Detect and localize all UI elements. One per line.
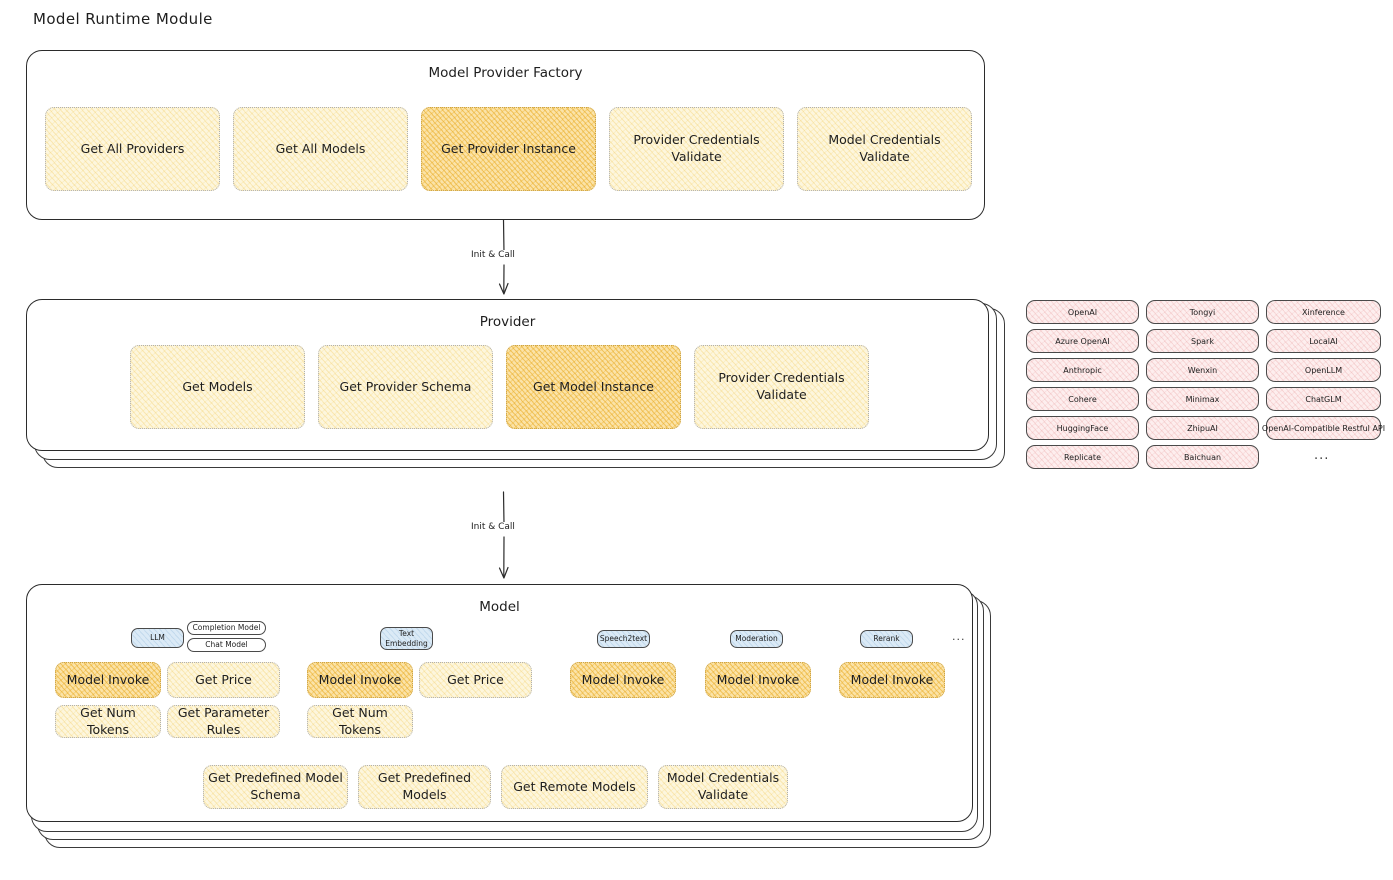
arrow-provider-to-model: Init & Call xyxy=(468,491,518,584)
text-embedding-box-model-invoke[interactable]: Model Invoke xyxy=(307,662,413,698)
model-box-model-credentials-validate[interactable]: Model Credentials Validate xyxy=(658,765,788,809)
factory-box-get-all-models[interactable]: Get All Models xyxy=(233,107,408,191)
model-type-badge-rerank[interactable]: Rerank xyxy=(860,630,913,648)
factory-box-model-credentials-validate[interactable]: Model Credentials Validate xyxy=(797,107,972,191)
arrow-label-init-and-call-1: Init & Call xyxy=(468,250,518,260)
arrow-line-icon xyxy=(498,491,509,579)
provider-chip-openai-compatible-restful-api[interactable]: OpenAI-Compatible Restful API xyxy=(1262,416,1385,440)
provider-chip-spark[interactable]: Spark xyxy=(1146,329,1259,353)
provider-list-more-ellipsis: ... xyxy=(1314,448,1330,463)
provider-box-get-provider-schema[interactable]: Get Provider Schema xyxy=(318,345,493,429)
provider-chip-tongyi[interactable]: Tongyi xyxy=(1146,300,1259,324)
rerank-box-model-invoke[interactable]: Model Invoke xyxy=(839,662,945,698)
page-title: Model Runtime Module xyxy=(33,10,213,28)
llm-box-get-num-tokens[interactable]: Get Num Tokens xyxy=(55,705,161,738)
llm-box-get-parameter-rules[interactable]: Get Parameter Rules xyxy=(167,705,280,738)
provider-chip-wenxin[interactable]: Wenxin xyxy=(1146,358,1259,382)
provider-chip-cohere[interactable]: Cohere xyxy=(1026,387,1139,411)
provider-chip-xinference[interactable]: Xinference xyxy=(1266,300,1381,324)
provider-chip-replicate[interactable]: Replicate xyxy=(1026,445,1139,469)
provider-chip-openllm[interactable]: OpenLLM xyxy=(1266,358,1381,382)
model-type-badge-speech2text[interactable]: Speech2text xyxy=(597,630,650,648)
provider-chip-localai[interactable]: LocalAI xyxy=(1266,329,1381,353)
factory-box-get-provider-instance[interactable]: Get Provider Instance xyxy=(421,107,596,191)
provider-chip-baichuan[interactable]: Baichuan xyxy=(1146,445,1259,469)
provider-list: OpenAI Azure OpenAI Anthropic Cohere Hug… xyxy=(1026,300,1385,475)
model-box-get-predefined-model-schema[interactable]: Get Predefined Model Schema xyxy=(203,765,348,809)
provider-chip-openai[interactable]: OpenAI xyxy=(1026,300,1139,324)
provider-chip-azure-openai[interactable]: Azure OpenAI xyxy=(1026,329,1139,353)
arrow-label-init-and-call-2: Init & Call xyxy=(468,522,518,532)
provider-chip-zhipuai[interactable]: ZhipuAI xyxy=(1146,416,1259,440)
provider-box-get-model-instance[interactable]: Get Model Instance xyxy=(506,345,681,429)
model-sub-badge-chat-model[interactable]: Chat Model xyxy=(187,638,266,652)
text-embedding-box-get-num-tokens[interactable]: Get Num Tokens xyxy=(307,705,413,738)
model-container: Model LLM Completion Model Chat Model Mo… xyxy=(26,584,973,822)
model-sub-badge-completion-model[interactable]: Completion Model xyxy=(187,621,266,635)
model-box-get-remote-models[interactable]: Get Remote Models xyxy=(501,765,648,809)
llm-box-model-invoke[interactable]: Model Invoke xyxy=(55,662,161,698)
provider-box-get-models[interactable]: Get Models xyxy=(130,345,305,429)
provider-chip-huggingface[interactable]: HuggingFace xyxy=(1026,416,1139,440)
model-title: Model xyxy=(479,599,520,615)
arrow-line-icon xyxy=(498,219,509,295)
model-types-more-ellipsis: ... xyxy=(952,630,966,643)
provider-chip-minimax[interactable]: Minimax xyxy=(1146,387,1259,411)
provider-box-provider-credentials-validate[interactable]: Provider Credentials Validate xyxy=(694,345,869,429)
factory-box-provider-credentials-validate[interactable]: Provider Credentials Validate xyxy=(609,107,784,191)
model-type-badge-text-embedding[interactable]: Text Embedding xyxy=(380,627,433,650)
llm-box-get-price[interactable]: Get Price xyxy=(167,662,280,698)
provider-chip-chatglm[interactable]: ChatGLM xyxy=(1266,387,1381,411)
model-type-badge-llm[interactable]: LLM xyxy=(131,628,184,648)
provider-chip-anthropic[interactable]: Anthropic xyxy=(1026,358,1139,382)
speech2text-box-model-invoke[interactable]: Model Invoke xyxy=(570,662,676,698)
model-provider-factory-title: Model Provider Factory xyxy=(428,65,583,81)
provider-title: Provider xyxy=(479,314,536,330)
model-type-badge-moderation[interactable]: Moderation xyxy=(730,630,783,648)
moderation-box-model-invoke[interactable]: Model Invoke xyxy=(705,662,811,698)
model-provider-factory-container: Model Provider Factory Get All Providers… xyxy=(26,50,985,220)
provider-container: Provider Get Models Get Provider Schema … xyxy=(26,299,989,451)
text-embedding-box-get-price[interactable]: Get Price xyxy=(419,662,532,698)
arrow-factory-to-provider: Init & Call xyxy=(468,219,518,300)
factory-box-get-all-providers[interactable]: Get All Providers xyxy=(45,107,220,191)
model-box-get-predefined-models[interactable]: Get Predefined Models xyxy=(358,765,491,809)
